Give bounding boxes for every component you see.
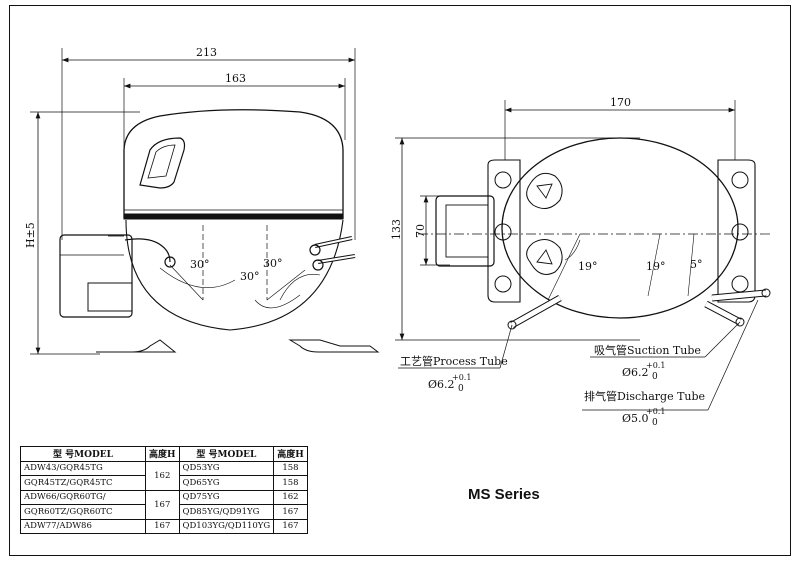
model-spec-table: 型 号MODEL 高度H 型 号MODEL 高度H ADW43/GQR45TG … (20, 446, 308, 534)
height-cell: 162 (273, 489, 308, 505)
process-tube-size: Ø6.2 (428, 378, 455, 391)
model-cell: GQR45TZ/GQR45TC (20, 475, 146, 491)
table-row: GQR60TZ/GQR60TC QD85YG/QD91YG 167 (20, 504, 308, 520)
top-angle-2: 19° (646, 260, 666, 273)
process-tube-tol: +0.1 (452, 373, 471, 382)
series-title: MS Series (468, 486, 540, 503)
height-cell: 158 (273, 475, 308, 491)
height-cell: 167 (145, 489, 180, 520)
model-cell: QD85YG/QD91YG (178, 504, 275, 520)
dim-170: 170 (610, 96, 631, 109)
drawing-frame (9, 5, 791, 556)
dim-height: H±5 (24, 222, 37, 248)
side-angle-1: 30° (190, 258, 210, 271)
side-view (30, 48, 380, 355)
model-cell: QD65YG (178, 475, 275, 491)
header-height-left: 高度H (145, 446, 180, 462)
side-angle-2: 30° (240, 270, 260, 283)
table-header-row: 型 号MODEL 高度H 型 号MODEL 高度H (20, 446, 308, 462)
discharge-tube-tol: +0.1 (646, 407, 665, 416)
suction-tube-tol: +0.1 (646, 361, 665, 370)
process-tube-tol-low: 0 (458, 384, 464, 394)
dim-213: 213 (196, 46, 217, 59)
dim-70: 70 (414, 224, 427, 238)
top-view (395, 100, 771, 411)
suction-tube-size: Ø6.2 (622, 366, 649, 379)
model-cell: QD75YG (178, 489, 275, 505)
height-cell: 167 (145, 518, 180, 534)
table-row: ADW77/ADW86 167 QD103YG/QD110YG 167 (20, 518, 308, 534)
model-cell: GQR60TZ/GQR60TC (20, 504, 146, 520)
discharge-tube-size: Ø5.0 (622, 412, 649, 425)
side-angle-3: 30° (263, 257, 283, 270)
table-row: ADW43/GQR45TG 162 QD53YG 158 (20, 460, 308, 491)
model-cell: ADW43/GQR45TG (20, 460, 146, 476)
table-row: ADW66/GQR60TG/ 167 QD75YG 162 (20, 489, 308, 520)
height-cell: 167 (273, 504, 308, 520)
header-height-right: 高度H (273, 446, 308, 462)
height-cell: 162 (145, 460, 180, 491)
top-angle-1: 19° (578, 260, 598, 273)
height-cell: 167 (273, 518, 308, 534)
model-cell: ADW66/GQR60TG/ (20, 489, 146, 505)
header-model-left: 型 号MODEL (20, 446, 146, 462)
discharge-tube-tol-low: 0 (652, 418, 658, 428)
process-tube-label: 工艺管Process Tube (400, 354, 508, 368)
top-angle-3: 5° (690, 258, 703, 271)
discharge-tube-label: 排气管Discharge Tube (584, 389, 705, 403)
dim-163: 163 (225, 72, 246, 85)
model-cell: QD103YG/QD110YG (178, 518, 275, 534)
model-cell: QD53YG (178, 460, 275, 476)
suction-tube-tol-low: 0 (652, 372, 658, 382)
header-model-right: 型 号MODEL (178, 446, 275, 462)
height-cell: 158 (273, 460, 308, 476)
model-cell: ADW77/ADW86 (20, 518, 146, 534)
dim-133: 133 (390, 219, 403, 240)
suction-tube-label: 吸气管Suction Tube (594, 343, 701, 357)
